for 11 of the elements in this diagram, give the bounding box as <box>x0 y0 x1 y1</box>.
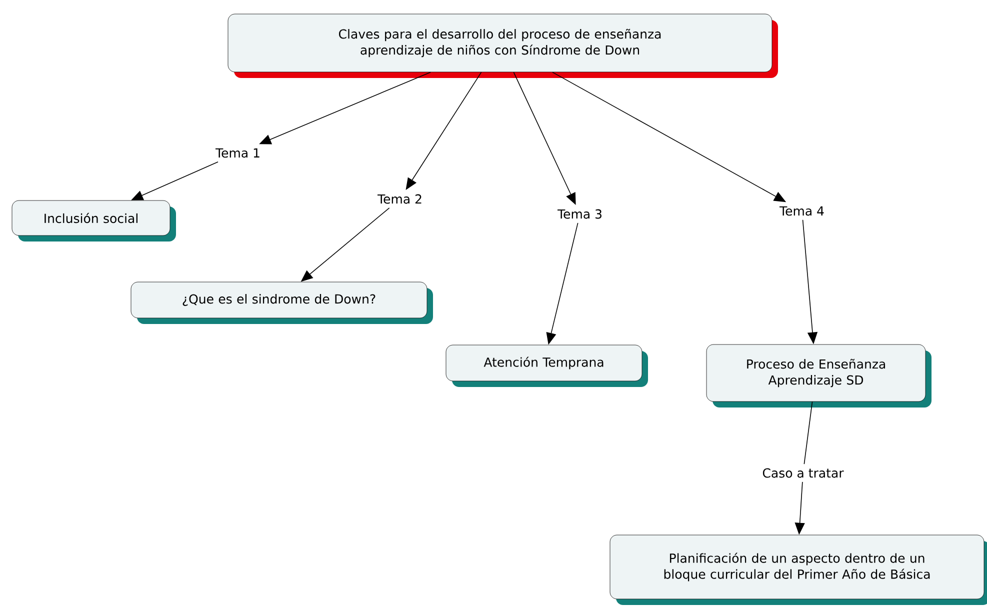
concept-box: Planificación de un aspecto dentro de un bloque curricular del Primer Año de Básica <box>610 534 987 605</box>
linking-phrase: Tema 2 <box>374 190 426 208</box>
linking-phrase: Caso a tratar <box>758 464 848 482</box>
concept-box: ¿Que es el sindrome de Down? <box>130 282 433 324</box>
linking-phrase: Tema 4 <box>776 202 828 220</box>
concept-box: Inclusión social <box>12 200 176 242</box>
concept-box: Atención Temprana <box>446 344 648 387</box>
concept-box: Claves para el desarrollo del proceso de enseñanza aprendizaje de niños con Síndrome de Down <box>228 14 778 78</box>
linking-phrase: Tema 3 <box>554 205 606 223</box>
concept-box: Proceso de Enseñanza Aprendizaje SD <box>706 344 932 408</box>
linking-phrase: Tema 1 <box>212 144 264 162</box>
